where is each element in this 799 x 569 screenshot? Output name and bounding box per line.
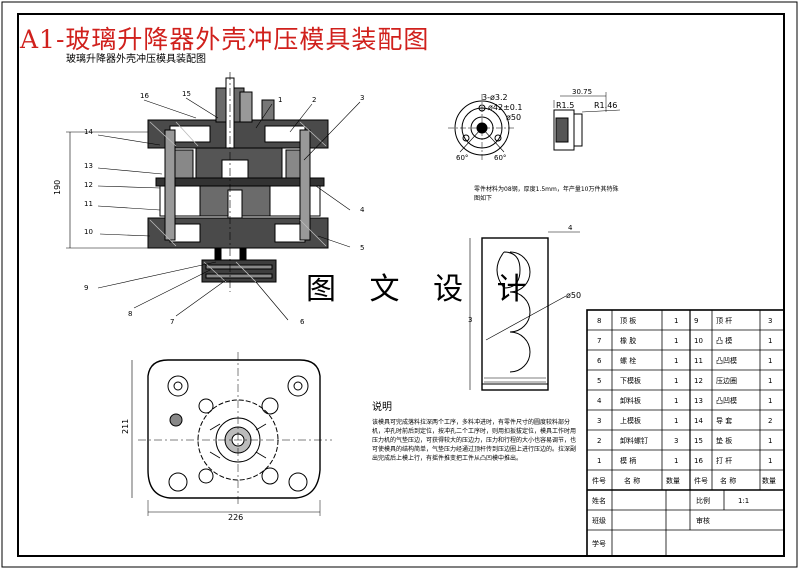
watermark-text: 图 文 设 计 [306,272,539,307]
drawing-title: A1-玻璃升降器外壳冲压模具装配图 [20,25,430,54]
dim-4: 4 [568,224,573,232]
dim-dia-50-large: ø50 [566,291,581,300]
dim-holes: 3-ø3.2 [482,93,508,102]
dim-3: 3 [468,316,472,324]
balloon-9: 9 [84,284,88,292]
balloon-6: 6 [300,318,305,326]
inner-border [17,13,785,557]
dim-len-30-75: 30.75 [572,88,592,96]
balloon-8: 8 [128,310,132,318]
drawing-subtitle: 玻璃升降器外壳冲压模具装配图 [66,54,206,65]
balloon-11: 11 [84,200,93,208]
dim-width-226: 226 [228,513,243,522]
balloon-16: 16 [140,92,149,100]
balloon-14: 14 [84,128,93,136]
balloon-15: 15 [182,90,191,98]
strip-layout [469,231,580,391]
plan-view [131,352,332,516]
balloon-12: 12 [84,181,93,189]
part-balloons: 16 15 1 2 3 14 13 12 11 10 9 8 7 6 5 4 [84,90,365,326]
notes-body: 该模具可完成落料拉深两个工序，多料冲进时，有零件尺寸的圆度较料部分机，冲孔时前后… [372,419,577,462]
balloon-5: 5 [360,244,364,252]
dim-dia-50-small: ø50 [506,113,521,122]
balloon-3: 3 [360,94,364,102]
balloon-1: 1 [278,96,282,104]
balloon-7: 7 [170,318,174,326]
balloon-4: 4 [360,206,365,214]
part-top-view [448,94,516,162]
front-section-view [66,72,361,321]
notes-heading: 说明 [372,402,392,413]
balloon-2: 2 [312,96,316,104]
balloon-10: 10 [84,228,93,236]
part-spec-text: 零件材料为08钢，厚度1.5mm，年产量10万件其特殊图如下 [474,186,619,202]
dim-height-211: 211 [121,419,130,434]
dim-angle-60-a: 60° [456,154,468,162]
balloon-13: 13 [84,162,93,170]
parts-list-table [586,309,785,557]
dim-dia-42: ø42±0.1 [488,103,523,112]
dim-height-190: 190 [53,180,62,195]
part-side-section [553,92,621,151]
dim-r1-5: R1.5 [556,101,574,110]
dim-r1-46: R1.46 [594,101,617,110]
dim-angle-60-b: 60° [494,154,506,162]
